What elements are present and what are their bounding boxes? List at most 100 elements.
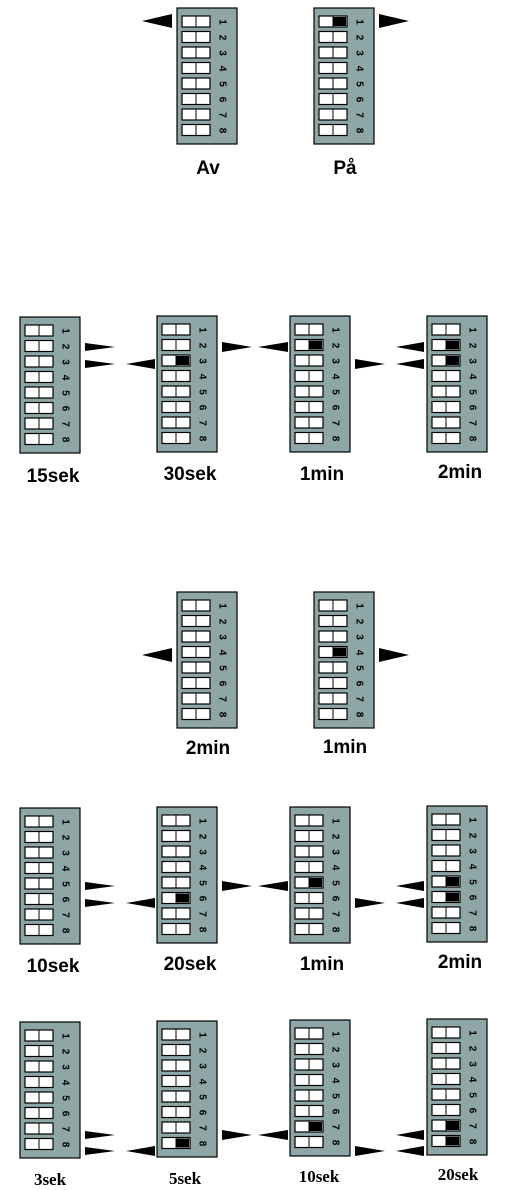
- dip-range-2-number-7: 7: [353, 696, 364, 702]
- dip-delay-b-2-body: [156, 806, 218, 944]
- dip-delay-c-3-number-5: 5: [329, 1093, 340, 1099]
- dip-delay-c-1-body: [19, 1021, 81, 1159]
- dip-delay-b-2-number-4: 4: [196, 865, 207, 871]
- dip-delay-c-3-knob-7: [309, 1122, 322, 1131]
- dip-delay-a-3-number-5: 5: [329, 389, 340, 395]
- dip-delay-b-4-body: [426, 805, 488, 943]
- dip-delay-a-3-knob-2: [309, 340, 322, 350]
- dip-delay-a-4-number-7: 7: [466, 420, 477, 426]
- dip-range-2-body: [313, 591, 375, 729]
- pointer-delay-a-a2: [85, 360, 115, 368]
- switch-label-power-on: På: [333, 158, 357, 179]
- dip-power-1-body: [176, 7, 238, 145]
- pointer-delay-c-a2: [85, 1147, 115, 1155]
- switch-label-delay-a-1: 15sek: [26, 466, 80, 487]
- pointer-delay-a-e1: [396, 342, 424, 352]
- dip-delay-b-3-number-6: 6: [329, 896, 340, 902]
- dip-power-2-number-4: 4: [353, 66, 364, 72]
- dip-delay-c-3-number-7: 7: [329, 1124, 340, 1130]
- dip-range-1-number-1: 1: [216, 603, 227, 609]
- dip-power-2-body: [313, 7, 375, 145]
- dip-delay-b-1-number-7: 7: [59, 912, 70, 918]
- pointer-delay-b-c1: [222, 881, 252, 891]
- dip-delay-c-4-knob-7: [446, 1121, 459, 1130]
- dip-delay-b-4-number-2: 2: [466, 833, 477, 839]
- pointer-delay-b-a2: [85, 899, 115, 907]
- dip-delay-c-4-number-8: 8: [466, 1139, 477, 1145]
- dip-delay-b-4-knob-5: [446, 877, 459, 886]
- dip-delay-c-1-number-1: 1: [59, 1033, 70, 1039]
- dip-delay-c-4-number-1: 1: [466, 1030, 477, 1036]
- dip-delay-b-1-number-6: 6: [59, 897, 70, 903]
- dip-delay-c-4-number-5: 5: [466, 1092, 477, 1098]
- dip-delay-a-3-body: [289, 315, 351, 453]
- dip-delay-c-2-body: [156, 1020, 218, 1158]
- pointer-range-2: [379, 648, 409, 662]
- dip-range-2-number-4: 4: [353, 650, 364, 656]
- dip-power-1-number-4: 4: [216, 66, 227, 72]
- switch-label-range-1: 2min: [185, 738, 231, 759]
- dip-range-1-number-4: 4: [216, 650, 227, 656]
- dip-range-2-number-2: 2: [353, 619, 364, 625]
- dip-delay-b-1-number-8: 8: [59, 928, 70, 934]
- dip-delay-a-2-number-3: 3: [196, 358, 207, 364]
- dip-delay-c-2-number-2: 2: [196, 1048, 207, 1054]
- dip-delay-c-4-body: [426, 1018, 488, 1156]
- pointer-delay-c-b1: [126, 1146, 155, 1156]
- pointer-delay-c-c1: [222, 1130, 252, 1140]
- dip-delay-a-2-number-4: 4: [196, 374, 207, 380]
- dip-delay-a-3-number-2: 2: [329, 343, 340, 349]
- dip-power-2-number-6: 6: [353, 97, 364, 103]
- dip-delay-b-2-number-5: 5: [196, 880, 207, 886]
- dip-delay-a-3-number-1: 1: [329, 327, 340, 333]
- pointer-delay-b-a1: [85, 882, 115, 890]
- dip-delay-c-2-number-8: 8: [196, 1141, 207, 1147]
- dip-delay-a-1-number-7: 7: [59, 421, 70, 427]
- dip-delay-c-1-number-6: 6: [59, 1111, 70, 1117]
- pointer-delay-c-d1: [355, 1146, 385, 1156]
- dip-delay-b-4-knob-6: [446, 892, 459, 902]
- dip-delay-a-4-knob-3: [446, 356, 459, 365]
- dip-delay-a-2-body: [156, 315, 218, 453]
- dip-power-2-number-5: 5: [353, 81, 364, 87]
- dip-range-1-body: [176, 591, 238, 729]
- dip-range-2-number-1: 1: [353, 603, 364, 609]
- dip-delay-a-3-number-6: 6: [329, 405, 340, 411]
- dip-delay-c-2-number-6: 6: [196, 1110, 207, 1116]
- dip-delay-a-4-body: [426, 315, 488, 453]
- pointer-delay-a-c1: [222, 342, 252, 352]
- dip-range-2-number-6: 6: [353, 681, 364, 687]
- switch-label-delay-c-3: 10sek: [298, 1167, 340, 1186]
- dip-delay-c-4-number-6: 6: [466, 1108, 477, 1114]
- dip-delay-a-4-number-4: 4: [466, 374, 477, 380]
- dip-delay-a-2-knob-3: [176, 356, 189, 365]
- switch-label-delay-c-2: 5sek: [168, 1169, 202, 1188]
- dip-delay-a-2-number-5: 5: [196, 389, 207, 395]
- switch-label-power-off: Av: [196, 158, 220, 179]
- dip-delay-b-2-number-7: 7: [196, 911, 207, 917]
- dip-delay-a-2-number-2: 2: [196, 343, 207, 349]
- dip-delay-a-1-number-2: 2: [59, 344, 70, 350]
- dip-delay-b-3-number-3: 3: [329, 849, 340, 855]
- dip-delay-c-1-number-3: 3: [59, 1064, 70, 1070]
- dip-delay-c-1-number-4: 4: [59, 1080, 70, 1086]
- dip-delay-a-1-body: [19, 316, 81, 454]
- dip-delay-a-4-number-5: 5: [466, 389, 477, 395]
- dip-delay-a-3-number-8: 8: [329, 436, 340, 442]
- dip-delay-a-2-number-6: 6: [196, 405, 207, 411]
- dip-delay-a-3-number-4: 4: [329, 374, 340, 380]
- dip-delay-c-3-number-3: 3: [329, 1062, 340, 1068]
- dip-delay-b-2-number-2: 2: [196, 834, 207, 840]
- dip-power-2-number-3: 3: [353, 50, 364, 56]
- dip-delay-b-3-number-2: 2: [329, 834, 340, 840]
- dip-delay-c-1-number-2: 2: [59, 1049, 70, 1055]
- dip-delay-a-1-number-3: 3: [59, 359, 70, 365]
- pointer-delay-c-e2: [396, 1146, 424, 1156]
- dip-delay-a-3-number-3: 3: [329, 358, 340, 364]
- dip-delay-b-4-number-8: 8: [466, 926, 477, 932]
- dip-delay-c-2-number-7: 7: [196, 1125, 207, 1131]
- dip-delay-a-4-number-3: 3: [466, 358, 477, 364]
- dip-power-1-number-3: 3: [216, 50, 227, 56]
- dip-delay-c-4-number-2: 2: [466, 1046, 477, 1052]
